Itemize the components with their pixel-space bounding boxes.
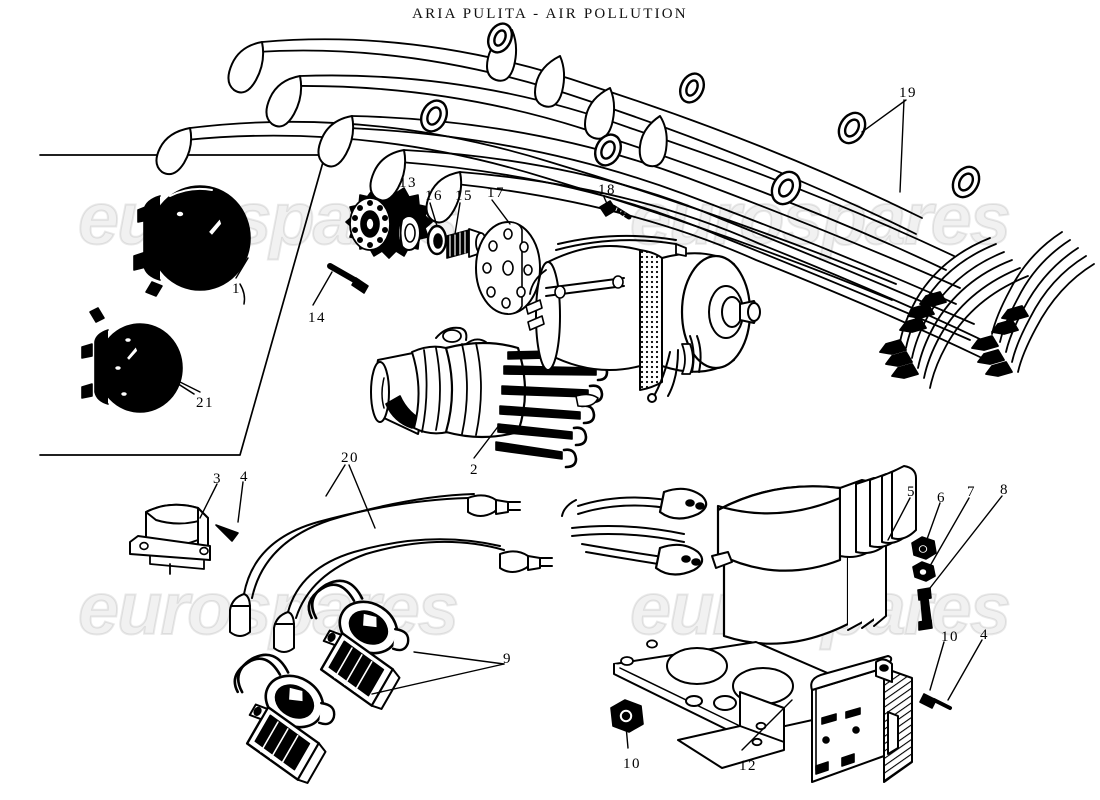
callout-10-center: 10 <box>623 756 641 772</box>
callout-9: 9 <box>503 651 512 667</box>
part-2-distributor <box>370 326 609 469</box>
leader-lines <box>171 99 1003 751</box>
callout-4-right: 4 <box>980 627 989 643</box>
part-13-sprocket <box>345 185 433 259</box>
callout-7: 7 <box>967 484 976 500</box>
part-20-cables <box>229 493 553 653</box>
callout-17: 17 <box>487 185 505 201</box>
callout-10-right: 10 <box>941 629 959 645</box>
part-3-relay-box <box>129 503 211 575</box>
page-title: ARIA PULITA - AIR POLLUTION <box>412 6 688 22</box>
callout-5: 5 <box>907 484 916 500</box>
callout-4: 4 <box>240 469 249 485</box>
part-8-bolt <box>917 587 933 631</box>
callout-13: 13 <box>399 175 417 191</box>
part-21-air-pump-alt <box>81 307 195 413</box>
part-12-mounting-bracket <box>613 639 877 769</box>
callout-1: 1 <box>232 281 241 297</box>
callout-15: 15 <box>455 188 473 204</box>
callout-3: 3 <box>213 471 222 487</box>
part-4-screw-pointer <box>215 524 239 542</box>
part-9-ignition-coils <box>233 579 410 784</box>
part-1-air-pump <box>133 185 251 305</box>
callout-2: 2 <box>470 462 479 478</box>
part-19-wire-harness <box>155 22 1095 389</box>
part-5-heat-sink-regulator <box>561 465 917 645</box>
part-17-pulley-flange <box>475 221 541 315</box>
part-6-hex-nut <box>911 536 937 560</box>
callout-19: 19 <box>899 85 917 101</box>
callout-8: 8 <box>1000 482 1009 498</box>
control-box <box>810 655 913 783</box>
callout-21: 21 <box>196 395 214 411</box>
part-10-nut <box>610 699 644 733</box>
part-16-seal-ring <box>426 224 448 256</box>
part-4-screw-right <box>919 693 952 710</box>
part-14-stud-bolt <box>327 263 369 294</box>
callout-16: 16 <box>425 188 443 204</box>
callout-18: 18 <box>598 182 616 198</box>
alternator-generator <box>525 234 761 403</box>
callout-12: 12 <box>739 758 757 774</box>
callout-20: 20 <box>341 450 359 466</box>
callout-14: 14 <box>308 310 326 326</box>
part-7-washer <box>912 561 936 582</box>
callout-6: 6 <box>937 490 946 506</box>
